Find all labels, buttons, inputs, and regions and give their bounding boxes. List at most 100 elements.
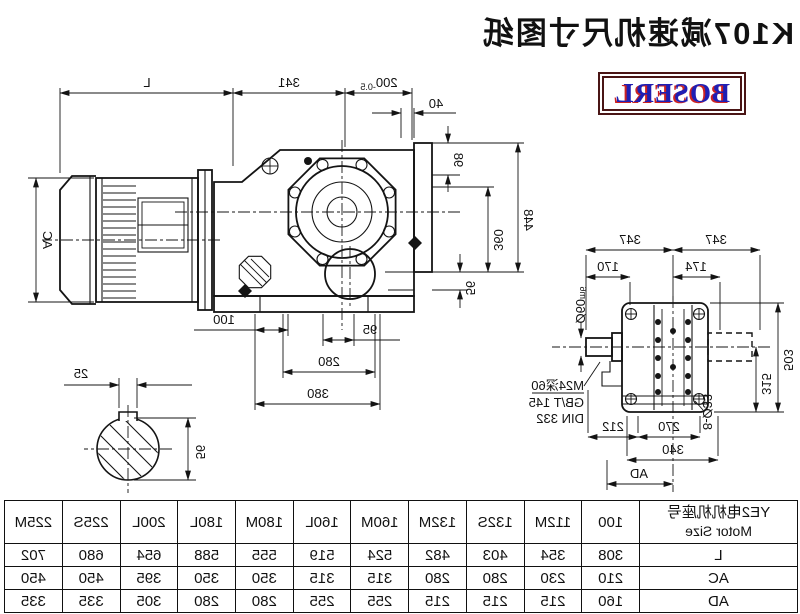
cell-AD-200L: 305 bbox=[120, 589, 178, 613]
cell-L-160M: 524 bbox=[350, 543, 409, 567]
dim-270: 270 bbox=[658, 419, 680, 434]
cell-L-180L: 588 bbox=[177, 543, 236, 567]
cell-L-132M: 482 bbox=[408, 543, 467, 567]
label-8-holes: 8-Ø33 bbox=[700, 394, 715, 430]
oil-plug-boss bbox=[238, 255, 272, 289]
row-label-AC: AC bbox=[639, 566, 798, 590]
shaft-hatching bbox=[98, 419, 158, 479]
dim-347-left: 347 bbox=[705, 232, 727, 247]
column-header-225S: 225S bbox=[62, 500, 121, 544]
motor-terminal-box bbox=[137, 197, 189, 253]
dim-98: 98 bbox=[451, 153, 466, 167]
cell-L-180M: 555 bbox=[235, 543, 294, 567]
dim-212: 212 bbox=[602, 419, 624, 434]
dim-448: 448 bbox=[521, 209, 536, 231]
front-view-motor bbox=[42, 169, 220, 311]
dim-95: 95 bbox=[363, 322, 377, 337]
row-label-L: L bbox=[639, 543, 798, 567]
cell-AD-180L: 280 bbox=[177, 589, 236, 613]
column-header-180M: 180M bbox=[235, 500, 294, 544]
side-view-dimensions: 347 347 174 170 Ø60m6 503 315 27 bbox=[529, 232, 796, 490]
side-corner-screws bbox=[624, 307, 706, 406]
note-thread: M24深60 bbox=[531, 378, 584, 393]
dim-503: 503 bbox=[781, 349, 796, 371]
dim-174: 174 bbox=[685, 259, 707, 274]
flange-bolt-holes bbox=[288, 158, 396, 266]
cell-AD-225M: 335 bbox=[4, 589, 63, 613]
dim-380: 380 bbox=[307, 386, 329, 401]
column-header-225M: 225M bbox=[4, 500, 63, 544]
column-header-132M: 132M bbox=[408, 500, 467, 544]
dim-40: 40 bbox=[429, 96, 443, 111]
note-din332: DIN 332 bbox=[536, 411, 584, 426]
cell-L-100: 308 bbox=[581, 543, 640, 567]
cell-AD-225S: 335 bbox=[62, 589, 121, 613]
column-header-160M: 160M bbox=[350, 500, 409, 544]
dim-56-shaft: 56 bbox=[193, 445, 208, 459]
cell-AC-225S: 450 bbox=[62, 566, 121, 590]
motor-size-header-en: Motor Size bbox=[685, 522, 752, 539]
dim-56-front: 56 bbox=[463, 281, 478, 295]
dim-340: 340 bbox=[662, 442, 684, 457]
cell-L-200L: 654 bbox=[120, 543, 178, 567]
dim-L: L bbox=[143, 75, 150, 90]
cell-AD-160M: 255 bbox=[350, 589, 409, 613]
cell-L-132S: 403 bbox=[466, 543, 525, 567]
side-bolt-dots bbox=[655, 319, 691, 395]
cell-AC-225M: 450 bbox=[4, 566, 63, 590]
technical-drawing: 200-0.5 341 L 40 98 448 360 bbox=[28, 75, 796, 493]
dim-100: 100 bbox=[213, 312, 235, 327]
dim-315: 315 bbox=[759, 373, 774, 395]
dim-200-0.5: 200-0.5 bbox=[360, 75, 397, 92]
cell-AD-132M: 215 bbox=[408, 589, 467, 613]
dim-360: 360 bbox=[491, 229, 506, 251]
cell-AC-200L: 395 bbox=[120, 566, 178, 590]
dim-347-right: 347 bbox=[619, 232, 641, 247]
column-header-180L: 180L bbox=[177, 500, 236, 544]
cell-AD-100: 160 bbox=[581, 589, 640, 613]
motor-size-header-cn: YE2电机机座号 bbox=[666, 503, 771, 521]
machining-mark bbox=[408, 236, 422, 250]
cell-AC-112M: 230 bbox=[524, 566, 582, 590]
column-header-100: 100 bbox=[581, 500, 640, 544]
dim-AD: AD bbox=[630, 466, 648, 481]
cell-AD-132S: 215 bbox=[466, 589, 525, 613]
note-gbt145: GB/T 145 bbox=[529, 395, 584, 410]
front-view-gearbox bbox=[175, 140, 460, 330]
cell-AC-132S: 280 bbox=[466, 566, 525, 590]
cell-AC-180M: 350 bbox=[235, 566, 294, 590]
column-header-200L: 200L bbox=[120, 500, 178, 544]
dim-341: 341 bbox=[278, 75, 300, 90]
machining-mark bbox=[238, 284, 252, 298]
motor-fan-cowl bbox=[59, 175, 96, 305]
column-header-112M: 112M bbox=[524, 500, 582, 544]
dim-AC: AC bbox=[40, 231, 55, 249]
row-label-AD: AD bbox=[639, 589, 798, 613]
motor-cooling-fins bbox=[103, 185, 136, 299]
cell-AC-132M: 280 bbox=[408, 566, 467, 590]
dim-170: 170 bbox=[597, 259, 619, 274]
cell-L-225M: 702 bbox=[4, 543, 63, 567]
front-view-dimensions: 200-0.5 341 L 40 98 448 360 bbox=[28, 75, 536, 410]
cell-AD-112M: 215 bbox=[524, 589, 582, 613]
cell-AC-100: 210 bbox=[581, 566, 640, 590]
shaft-section-detail: 25 56 bbox=[64, 366, 208, 493]
side-view bbox=[552, 296, 770, 492]
dim-280: 280 bbox=[318, 354, 340, 369]
cell-AC-180L: 350 bbox=[177, 566, 236, 590]
column-header-160L: 160L bbox=[293, 500, 351, 544]
cell-AD-160L: 255 bbox=[293, 589, 351, 613]
cell-L-112M: 354 bbox=[524, 543, 582, 567]
dim-25: 25 bbox=[74, 366, 88, 381]
cell-AC-160M: 315 bbox=[350, 566, 409, 590]
cell-L-225S: 680 bbox=[62, 543, 121, 567]
cell-AC-160L: 315 bbox=[293, 566, 351, 590]
